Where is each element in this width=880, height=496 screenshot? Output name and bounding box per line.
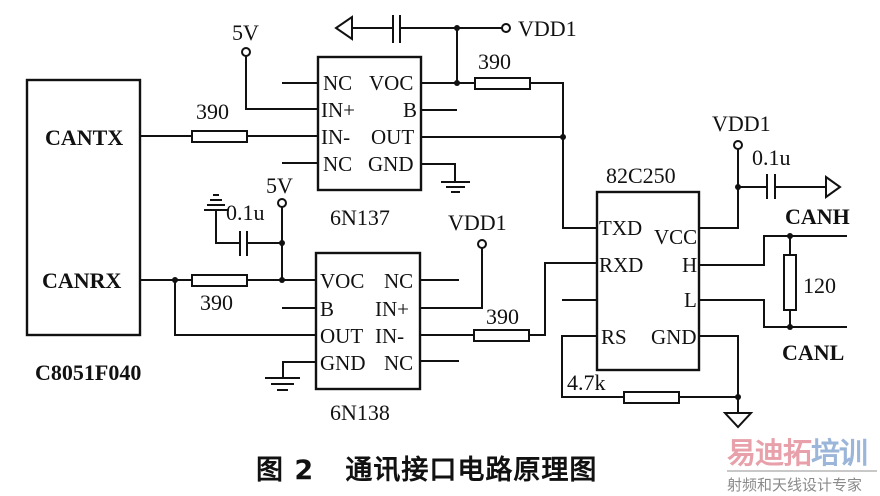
resistor-canrx-value: 390 (200, 290, 233, 315)
resistor-cantx (191, 130, 248, 143)
resistor-canrx (191, 274, 248, 287)
opto-6n138-label: 6N138 (330, 400, 390, 425)
net-5v-top: 5V (232, 20, 259, 45)
pin-label: VOC (320, 269, 364, 293)
pin-label: NC (323, 71, 352, 95)
net-canl: CANL (782, 340, 844, 365)
wire (420, 163, 456, 183)
resistor-termination-value: 120 (803, 273, 836, 298)
terminal-vdd1-right (733, 140, 743, 150)
ground-icon (441, 181, 470, 193)
net-vdd1-mid: VDD1 (448, 210, 507, 235)
resistor-rs-value: 4.7k (567, 370, 606, 395)
capacitor-82c250-value: 0.1u (752, 145, 791, 170)
pin-label: IN- (321, 125, 350, 149)
wire (282, 361, 319, 379)
resistor-termination (783, 254, 797, 311)
wire (245, 55, 319, 110)
wire (215, 209, 241, 244)
wire (174, 279, 319, 336)
transceiver-label: 82C250 (606, 163, 676, 188)
transceiver-82c250 (595, 190, 701, 372)
watermark: 易迪拓培训 射频和天线设计专家 (727, 437, 877, 495)
watermark-brand: 易迪拓培训 (727, 437, 877, 469)
pin-label: OUT (320, 324, 363, 348)
opto-6n137-label: 6N137 (330, 205, 390, 230)
resistor-vdd-6n137 (474, 77, 531, 90)
wire (698, 335, 739, 414)
pin-label: GND (651, 325, 697, 349)
capacitor-icon (766, 174, 776, 199)
mcu-block (25, 78, 142, 337)
pin-label: NC (323, 152, 352, 176)
pin-label: IN+ (375, 297, 409, 321)
capacitor-5v-value: 0.1u (226, 200, 265, 225)
watermark-slogan: 射频和天线设计专家 (727, 476, 863, 494)
terminal-vdd1-top (501, 23, 511, 33)
wire (698, 148, 739, 229)
pin-label: IN- (375, 324, 404, 348)
ground-arrow-icon (722, 412, 754, 429)
ground-arrow-icon (825, 175, 842, 199)
net-vdd1-top: VDD1 (518, 16, 577, 41)
terminal-vdd1-mid (477, 239, 487, 249)
resistor-6n138-in (473, 329, 530, 342)
opto-6n137 (316, 55, 423, 192)
opto-6n138 (314, 251, 422, 391)
capacitor-icon (239, 231, 248, 256)
mcu-pin-canrx: CANRX (42, 268, 122, 293)
net-vdd1-right: VDD1 (712, 111, 771, 136)
figure-caption: 图 2 通讯接口电路原理图 (256, 455, 598, 486)
pin-label: VOC (369, 71, 413, 95)
pin-label: TXD (599, 216, 642, 240)
wire (419, 247, 483, 309)
resistor-cantx-value: 390 (196, 99, 229, 124)
resistor-6n138-in-value: 390 (486, 304, 519, 329)
watermark-divider (727, 470, 877, 472)
mcu-label: C8051F040 (35, 360, 141, 385)
wire-canl (698, 299, 847, 328)
pin-label: NC (384, 351, 413, 375)
pin-label: IN+ (321, 98, 355, 122)
wire (529, 82, 564, 138)
ground-icon (265, 377, 300, 391)
wire (562, 136, 598, 229)
wire (528, 262, 598, 336)
pin-label: RXD (599, 253, 643, 277)
pin-label: RS (601, 325, 627, 349)
wire (561, 335, 625, 398)
pin-label: H (682, 253, 697, 277)
watermark-brand-part1: 易迪拓 (727, 436, 812, 470)
pin-label: B (403, 98, 417, 122)
wire-canh (698, 235, 847, 266)
ground-arrow-icon (334, 15, 353, 41)
watermark-brand-part2: 培训 (811, 436, 868, 470)
pin-label: VCC (654, 225, 697, 249)
pin-label: OUT (371, 125, 414, 149)
resistor-vdd-6n137-value: 390 (478, 49, 511, 74)
resistor-rs (623, 391, 680, 404)
capacitor-icon (392, 15, 401, 43)
pin-label: GND (368, 152, 414, 176)
net-canh: CANH (785, 204, 850, 229)
terminal-5v-top (241, 47, 251, 57)
ground-icon (204, 194, 229, 211)
mcu-pin-cantx: CANTX (45, 125, 123, 150)
terminal-5v-mid (277, 198, 287, 208)
pin-label: L (684, 288, 697, 312)
net-5v-mid: 5V (266, 173, 293, 198)
pin-label: GND (320, 351, 366, 375)
pin-label: NC (384, 269, 413, 293)
pin-label: B (320, 297, 334, 321)
